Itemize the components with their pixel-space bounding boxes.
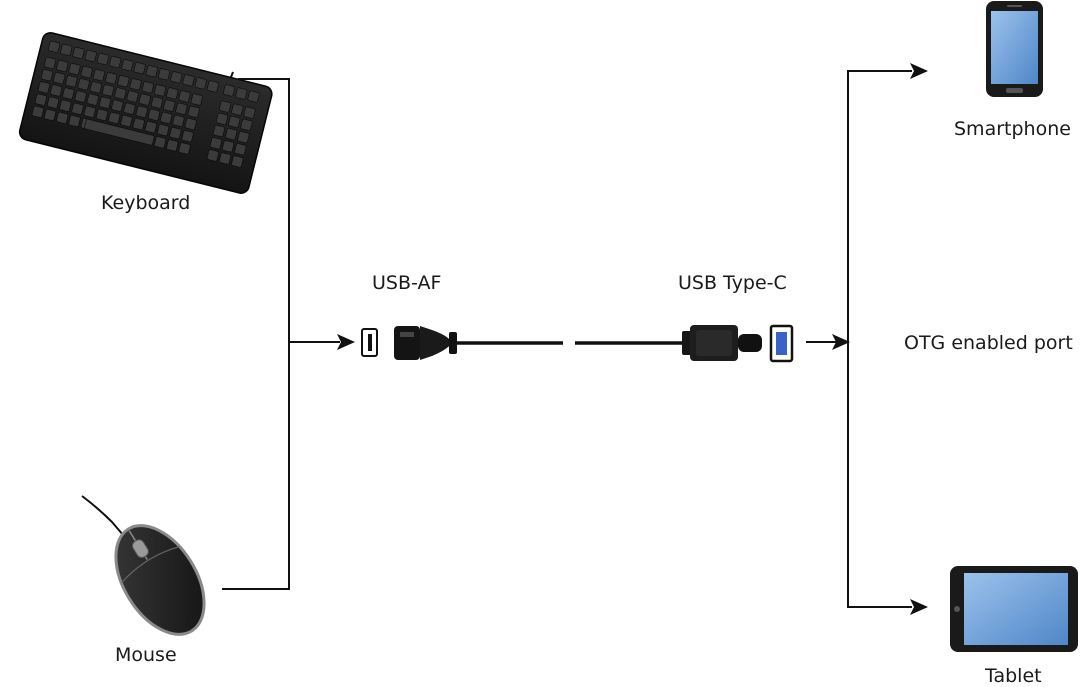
usb-af-label: USB-AF bbox=[372, 272, 442, 294]
tablet-label: Tablet bbox=[985, 665, 1042, 687]
left-connector-lines bbox=[222, 78, 340, 590]
mouse-label: Mouse bbox=[115, 644, 177, 666]
usb-af-connector-icon bbox=[394, 326, 457, 360]
right-connector-lines bbox=[806, 70, 912, 608]
arrow-to-usb-af bbox=[337, 334, 355, 350]
usb-type-c-label: USB Type-C bbox=[678, 272, 787, 294]
arrow-to-otg-port bbox=[832, 334, 850, 350]
keyboard-label: Keyboard bbox=[101, 192, 191, 214]
otg-port-label: OTG enabled port bbox=[904, 332, 1073, 354]
usb-a-port-icon bbox=[361, 328, 378, 357]
keyboard-icon bbox=[18, 32, 273, 194]
arrow-to-smartphone bbox=[910, 63, 928, 79]
mouse-icon bbox=[81, 495, 206, 636]
arrow-to-tablet bbox=[910, 599, 928, 615]
usb-c-port-icon bbox=[769, 324, 794, 363]
usb-c-connector-icon bbox=[682, 325, 762, 361]
smartphone-label: Smartphone bbox=[954, 118, 1071, 140]
smartphone-icon bbox=[986, 1, 1043, 97]
tablet-icon bbox=[950, 566, 1078, 652]
